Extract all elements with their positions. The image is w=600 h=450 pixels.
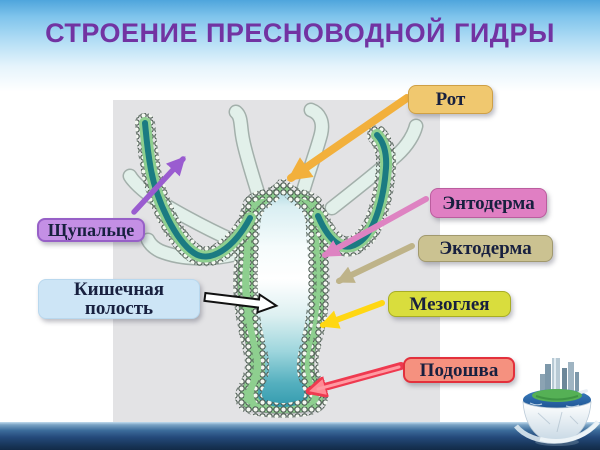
endoderm-arrow [321,196,429,258]
gut-cavity-arrow [203,291,279,314]
label-gut-cavity: Кишечная полость [38,279,200,319]
label-gut-cavity-line2: полость [84,298,154,319]
header-background [0,0,600,92]
ectoderm-arrow [335,243,415,284]
globe-city-icon [514,358,600,446]
label-gut-cavity-line1: Кишечная [73,279,165,300]
label-sole-text: Подошва [419,359,499,381]
label-sole: Подошва [403,357,515,383]
tentacle-arrow [131,156,186,215]
mesoglea-arrow [319,300,385,329]
label-endoderm-text: Энтодерма [442,192,535,214]
label-mesoglea-text: Мезоглея [409,293,490,315]
body-cell-row-outer [233,179,330,418]
label-mouth: Рот [408,85,493,114]
sole-arrow-highlight [316,365,401,391]
gastral-cavity [253,188,313,407]
label-tentacle-text: Щупальце [47,220,135,240]
label-tentacle: Щупальце [37,218,145,242]
label-ectoderm: Эктодерма [418,235,553,262]
label-mesoglea: Мезоглея [388,291,511,317]
label-ectoderm-text: Эктодерма [439,238,532,259]
city-skyline [540,358,579,398]
label-endoderm: Энтодерма [430,188,547,218]
page-title: СТРОЕНИЕ ПРЕСНОВОДНОЙ ГИДРЫ [45,18,555,48]
footer-band [0,422,600,450]
tentacle-cross-section-left [135,113,260,267]
body-cell-row-inner [249,180,317,411]
label-mouth-text: Рот [435,89,466,110]
mouth-arrow [287,94,411,182]
